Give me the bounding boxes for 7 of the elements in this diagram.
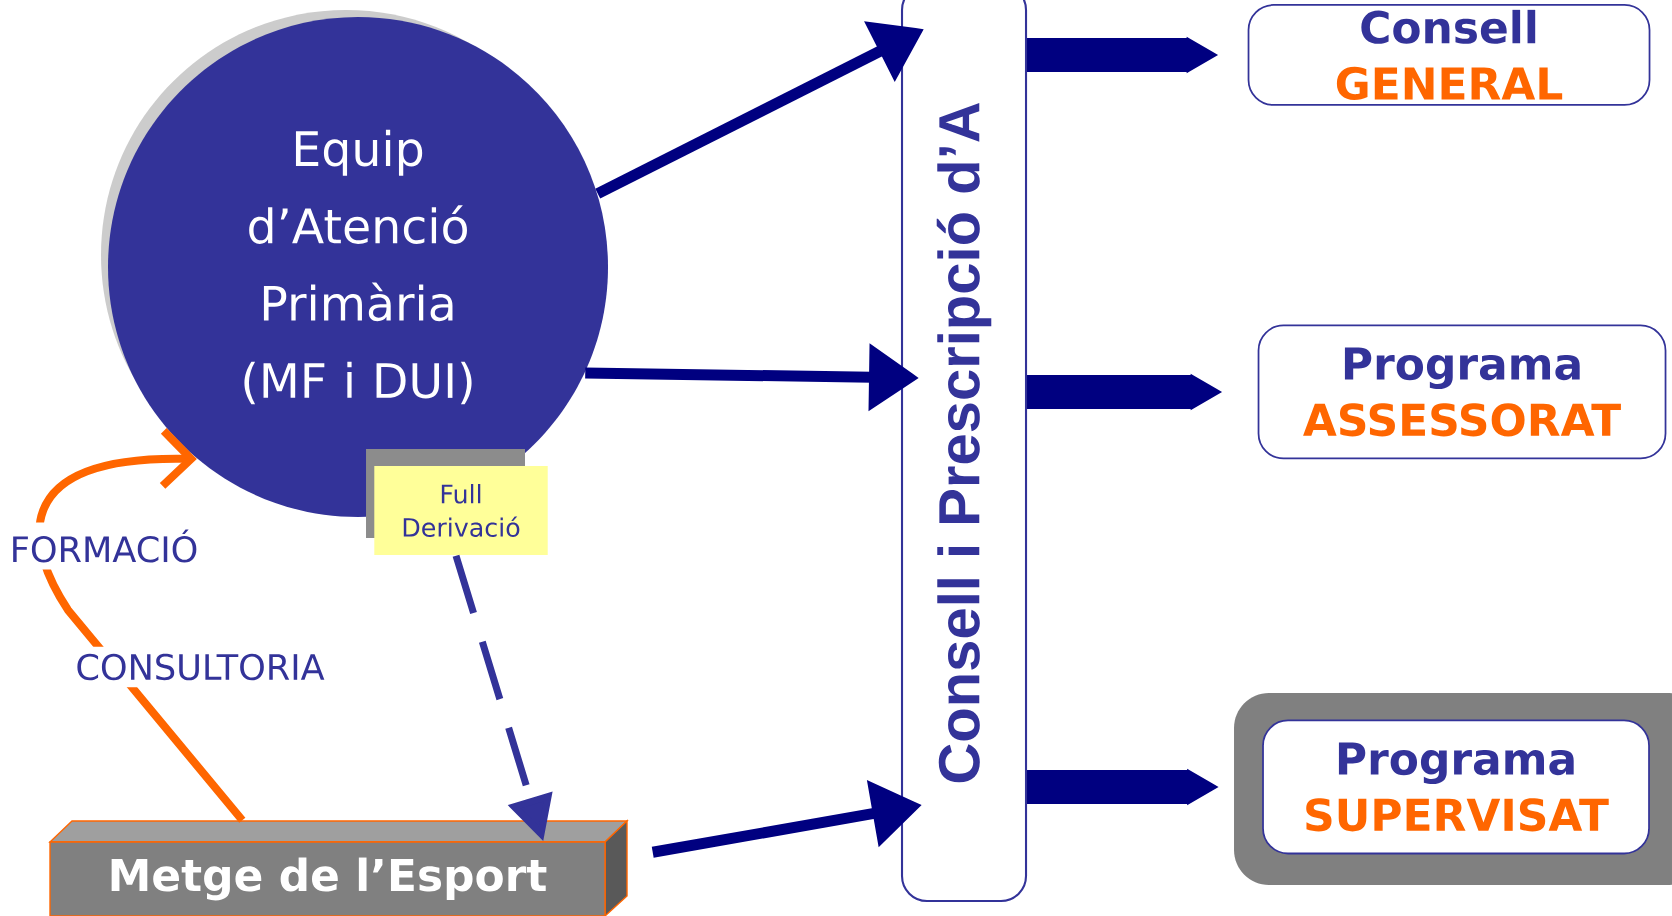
program-box: Consell GENERAL [1247, 4, 1651, 106]
annotation-text: CONSULTORIA [68, 646, 332, 688]
vertical-box: Consell i Prescripció d’A [900, 0, 1028, 903]
program-box: Programa SUPERVISAT [1234, 693, 1672, 885]
program-box: Programa ASSESSORAT [1257, 324, 1667, 460]
edge-label: FORMACIÓ [2, 522, 206, 570]
note-box: Full Derivació [366, 449, 548, 555]
